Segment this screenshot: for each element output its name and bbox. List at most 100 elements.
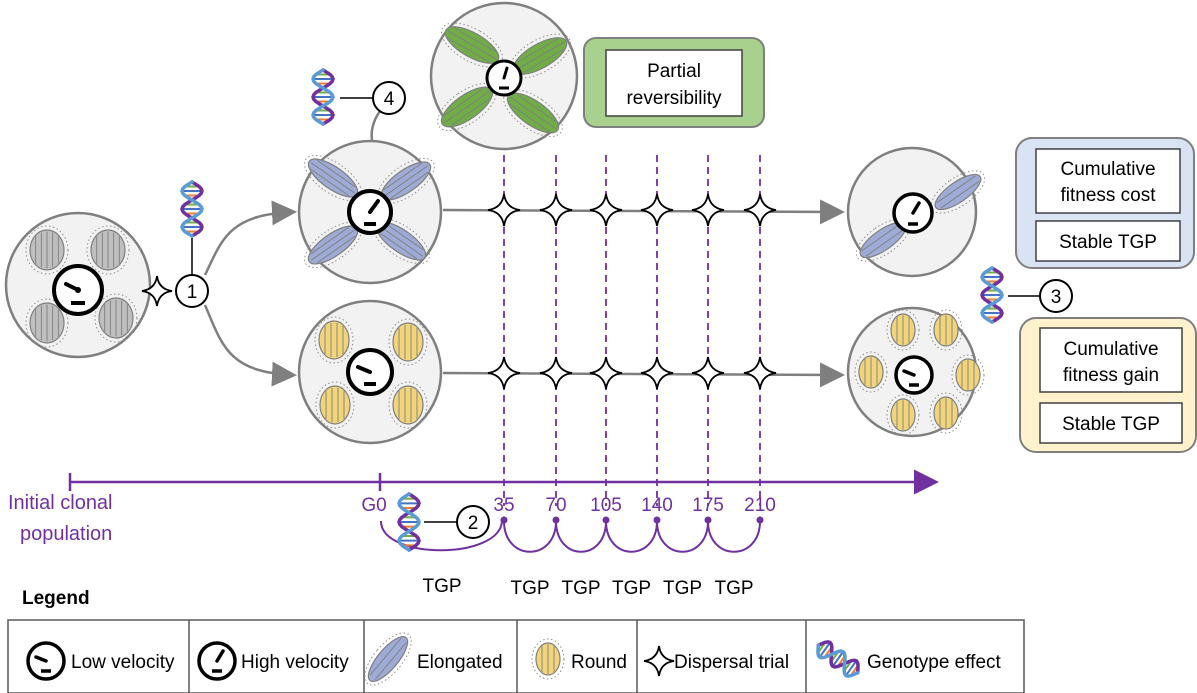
tgp-label: TGP [422,576,461,597]
tgp-label: TGP [612,578,651,599]
tgp-label: TGP [510,578,549,599]
dna-icon [180,180,204,238]
genotype-effect-icons [180,68,1004,552]
legend-genotype-effect-label: Genotype effect [867,652,1002,673]
step-marker-4: 4 [372,81,406,115]
dispersal-trial-star [743,193,777,227]
dispersal-trial-star [640,356,674,390]
low-velocity-icon [894,355,934,395]
generation-dot [756,516,764,524]
elongated-cell [930,170,986,214]
generation-label: 70 [545,495,566,516]
arrow-to-round [203,304,297,387]
partial-cells [437,22,572,137]
round-cell [929,309,963,351]
dispersal-trial-star [141,275,173,307]
initial-cells [25,225,138,348]
step-marker-3: 3 [1039,279,1073,313]
round-cell [531,638,565,680]
step-number: 2 [468,513,479,534]
elongated-cells [304,154,435,269]
dispersal-trial-star [743,356,777,390]
population-partial [429,1,579,151]
generation-label: 35 [493,495,514,516]
mid-velocity-icon [485,59,523,97]
population-final-round [846,306,985,438]
legend-dispersal-trial-label: Dispersal trial [674,652,789,673]
generation-label: 105 [590,495,622,516]
arrow-to-elongated [203,200,297,276]
legend-high-velocity-label: High velocity [241,652,349,673]
partial-reversibility-line-1: Partial [647,61,701,82]
generation-dot [602,516,610,524]
generation-dot [704,516,712,524]
step-marker-1: 1 [175,274,209,308]
legend-round-label: Round [571,652,627,673]
generation-label: 175 [692,495,724,516]
round-cells [314,316,428,429]
timeline [68,469,939,495]
final-round-cells [854,309,985,436]
round-cell [388,381,428,429]
population-round [297,299,443,445]
low-velocity-icon [346,348,394,396]
legend-elongated-icon [364,632,412,686]
step-connectors [191,97,1040,523]
legend-low-velocity-icon [26,641,66,681]
dispersal-trial-star [589,356,623,390]
legend-genotype-effect-icon [816,640,860,678]
fitness-cost-line-2: fitness cost [1060,185,1156,206]
round-cell [25,298,69,348]
generation-dot [552,516,560,524]
tgp-label: TGP [714,578,753,599]
dispersal-trial-star [487,193,521,227]
population-initial [4,211,152,359]
bottom-outcome-box: Cumulative fitness gain Stable TGP [1019,317,1197,453]
high-velocity-icon [892,192,934,234]
dna-icon [816,640,860,678]
step-number: 1 [187,282,198,303]
legend-dispersal-trial-icon [643,645,675,677]
dispersal-trial-star [487,356,521,390]
round-cell [86,225,130,275]
dispersal-trial-star [643,645,675,677]
dispersal-trial-star [589,193,623,227]
round-cell [854,351,888,393]
stable-tgp-label: Stable TGP [1059,232,1157,253]
initial-population-label-2: population [20,523,112,545]
partial-reversibility-box: Partial reversibility [583,37,765,128]
elongated-cell [440,22,504,68]
dispersal-trial-star [691,193,725,227]
generation-label: 140 [641,495,673,516]
high-velocity-icon [347,189,393,235]
elongated-cell [304,221,362,269]
legend-low-velocity-label: Low velocity [71,652,175,673]
dna-icon [980,266,1004,324]
dispersal-trial-star [640,193,674,227]
top-outcome-box: Cumulative fitness cost Stable TGP [1015,137,1195,269]
dna-icon [311,68,335,126]
legend-high-velocity-icon [197,641,237,681]
population-elongated [297,139,443,285]
low-velocity-icon [52,264,104,316]
partial-reversibility-line-2: reversibility [626,88,722,109]
legend-frame [7,619,1025,693]
dispersal-trial-star [691,356,725,390]
dna-icon [397,492,421,552]
generation-dot [653,516,661,524]
round-cell [886,309,920,351]
tgp-label: TGP [561,578,600,599]
round-cell [388,318,428,366]
legend-round-icon [531,638,565,680]
legend: Low velocity High velocity Elongated Rou… [7,619,1025,693]
generation-dashed-lines [503,155,761,506]
dispersal-trial-star [539,193,573,227]
stable-tgp-label: Stable TGP [1062,414,1160,435]
dispersal-trials [141,193,777,390]
initial-population-label-1: Initial clonal [8,492,113,514]
round-cell [929,392,963,434]
dispersal-trial-star [539,356,573,390]
round-cell [314,316,354,364]
